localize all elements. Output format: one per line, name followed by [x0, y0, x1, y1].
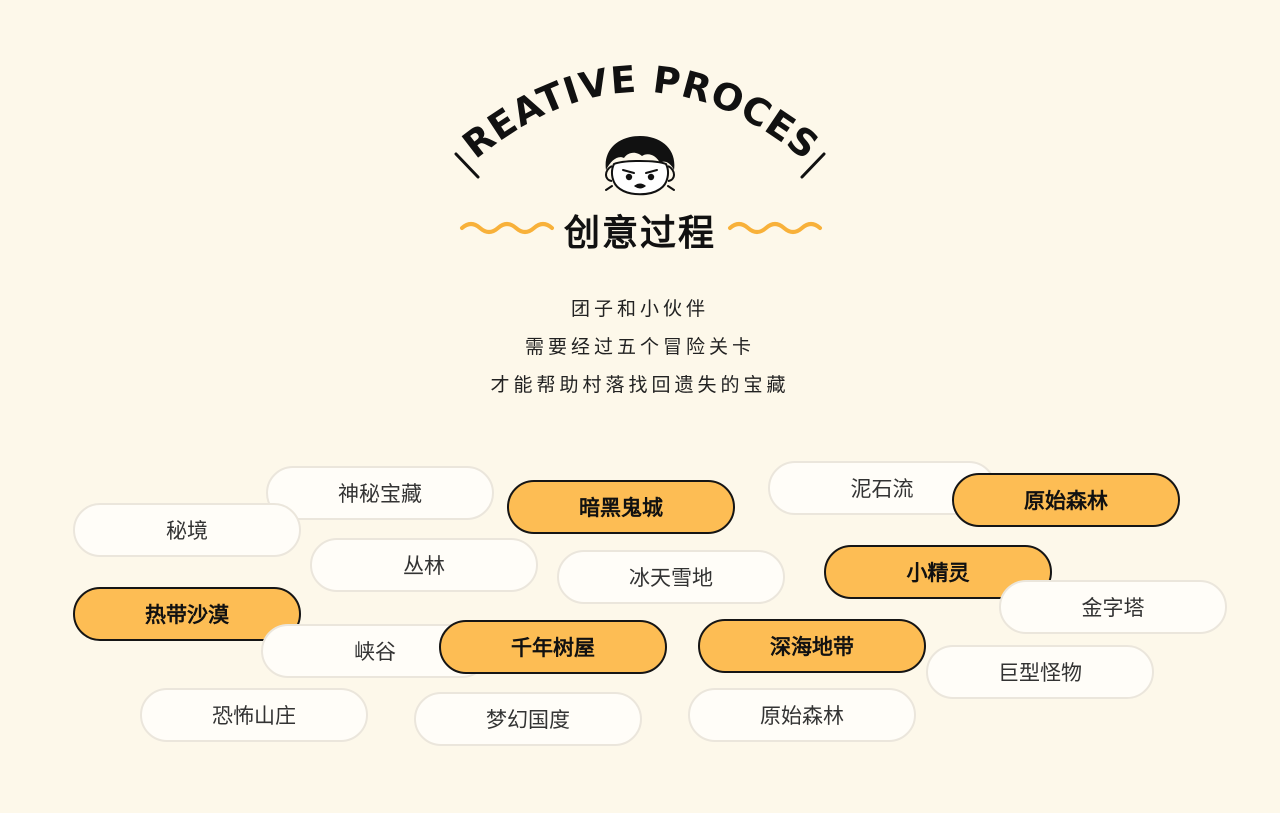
tag-ice-snow[interactable]: 冰天雪地 [557, 550, 785, 604]
tag-little-elf[interactable]: 小精灵 [824, 545, 1052, 599]
intro-line-3: 才能帮助村落找回遗失的宝藏 [490, 374, 790, 396]
tag-horror-villa[interactable]: 恐怖山庄 [140, 688, 368, 742]
tag-millennium-treehouse[interactable]: 千年树屋 [439, 620, 667, 674]
tag-jungle[interactable]: 丛林 [310, 538, 538, 592]
tag-primeval-forest[interactable]: 原始森林 [688, 688, 916, 742]
intro-line-1: 团子和小伙伴 [570, 298, 709, 320]
right-wave-icon [728, 222, 822, 234]
header-graphic: CREATIVE PROCESS [0, 0, 826, 234]
title-en: CREATIVE PROCESS [0, 0, 825, 167]
left-wave-icon [460, 222, 554, 234]
title-en-arc: CREATIVE PROCESS [0, 0, 826, 167]
tag-deep-sea[interactable]: 深海地带 [698, 619, 926, 673]
tag-secret-realm[interactable]: 秘境 [73, 503, 301, 557]
tag-primeval-forest-highlight[interactable]: 原始森林 [952, 473, 1180, 527]
tag-dreamland[interactable]: 梦幻国度 [414, 692, 642, 746]
right-divider [800, 152, 826, 179]
left-divider [454, 152, 480, 179]
tag-mystery-treasure[interactable]: 神秘宝藏 [266, 466, 494, 520]
mascot-icon [605, 136, 675, 196]
title-cn: 创意过程 [563, 213, 716, 254]
intro-line-2: 需要经过五个冒险关卡 [524, 336, 755, 358]
tag-giant-monster[interactable]: 巨型怪物 [926, 645, 1154, 699]
tag-tropical-desert[interactable]: 热带沙漠 [73, 587, 301, 641]
tag-dark-ghost-city[interactable]: 暗黑鬼城 [507, 480, 735, 534]
tag-pyramid[interactable]: 金字塔 [999, 580, 1227, 634]
